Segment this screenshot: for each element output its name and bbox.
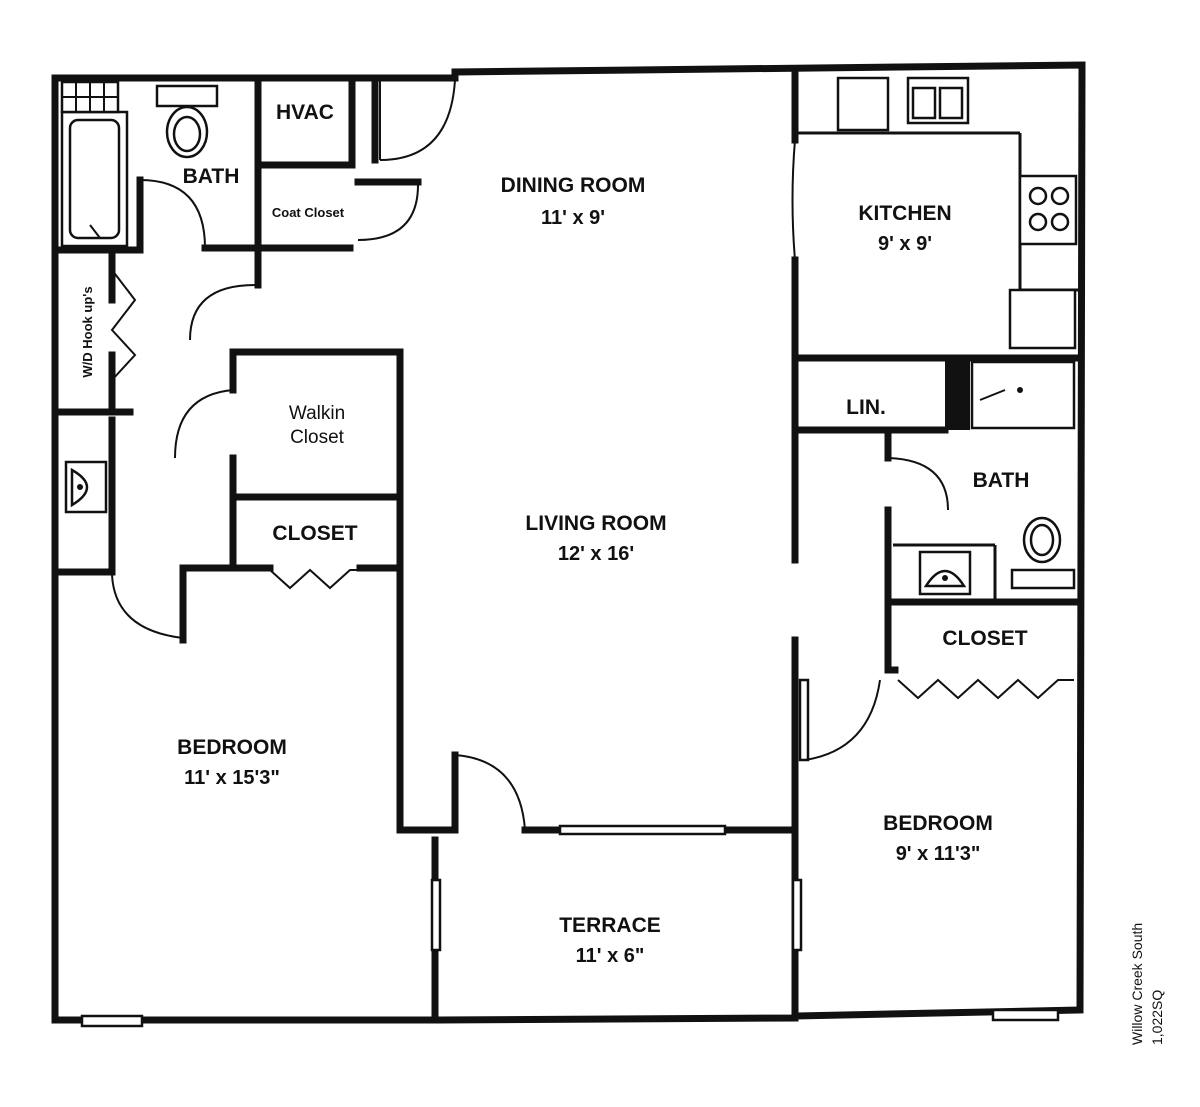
shower-icon xyxy=(970,360,1076,430)
toilet-icon xyxy=(155,84,219,159)
kitchen-label: KITCHEN xyxy=(858,202,951,225)
square-footage-caption: 1,022SQ xyxy=(1149,990,1165,1045)
dining-room-dimensions: 11' x 9' xyxy=(541,207,605,229)
terrace-label: TERRACE xyxy=(559,914,661,937)
window-icon xyxy=(80,678,1060,1028)
coat-closet-label: Coat Closet xyxy=(272,205,345,220)
bedroom-left-dimensions: 11' x 15'3" xyxy=(184,767,280,789)
bath-top-label: BATH xyxy=(183,165,240,188)
refrigerator-icon xyxy=(836,76,890,132)
tile-grid-icon xyxy=(60,80,120,114)
bedroom-right-dimensions: 9' x 11'3" xyxy=(896,843,981,865)
kitchen-sink-icon xyxy=(906,76,970,125)
closet-right-label: CLOSET xyxy=(942,627,1027,650)
wd-hookups-label: W/D Hook up's xyxy=(80,286,95,377)
walkin-closet-label-line1: Walkin xyxy=(289,403,345,424)
kitchen-dimensions: 9' x 9' xyxy=(878,233,932,255)
walkin-closet-label-line2: Closet xyxy=(290,427,345,448)
sink-icon xyxy=(918,550,972,596)
property-name-caption: Willow Creek South xyxy=(1129,923,1145,1045)
stove-icon xyxy=(1018,174,1078,246)
bedroom-right-label: BEDROOM xyxy=(883,812,993,835)
living-room-label: LIVING ROOM xyxy=(525,512,666,535)
living-room-dimensions: 12' x 16' xyxy=(558,543,634,565)
terrace-dimensions: 11' x 6" xyxy=(576,945,645,967)
door-swings xyxy=(110,79,1074,831)
bathtub-icon xyxy=(60,110,129,248)
dining-room-label: DINING ROOM xyxy=(501,174,646,197)
sink-icon xyxy=(64,460,108,514)
interior-walls xyxy=(51,68,1084,1024)
exterior-walls xyxy=(51,61,1086,1024)
linen-closet-label: LIN. xyxy=(846,396,886,419)
toilet-icon xyxy=(1010,516,1076,590)
closet-left-label: CLOSET xyxy=(272,522,357,545)
bath-right-label: BATH xyxy=(973,469,1030,492)
hvac-label: HVAC xyxy=(276,101,334,124)
dishwasher-icon xyxy=(1008,288,1077,350)
fixtures xyxy=(60,76,1078,1028)
bedroom-left-label: BEDROOM xyxy=(177,736,287,759)
